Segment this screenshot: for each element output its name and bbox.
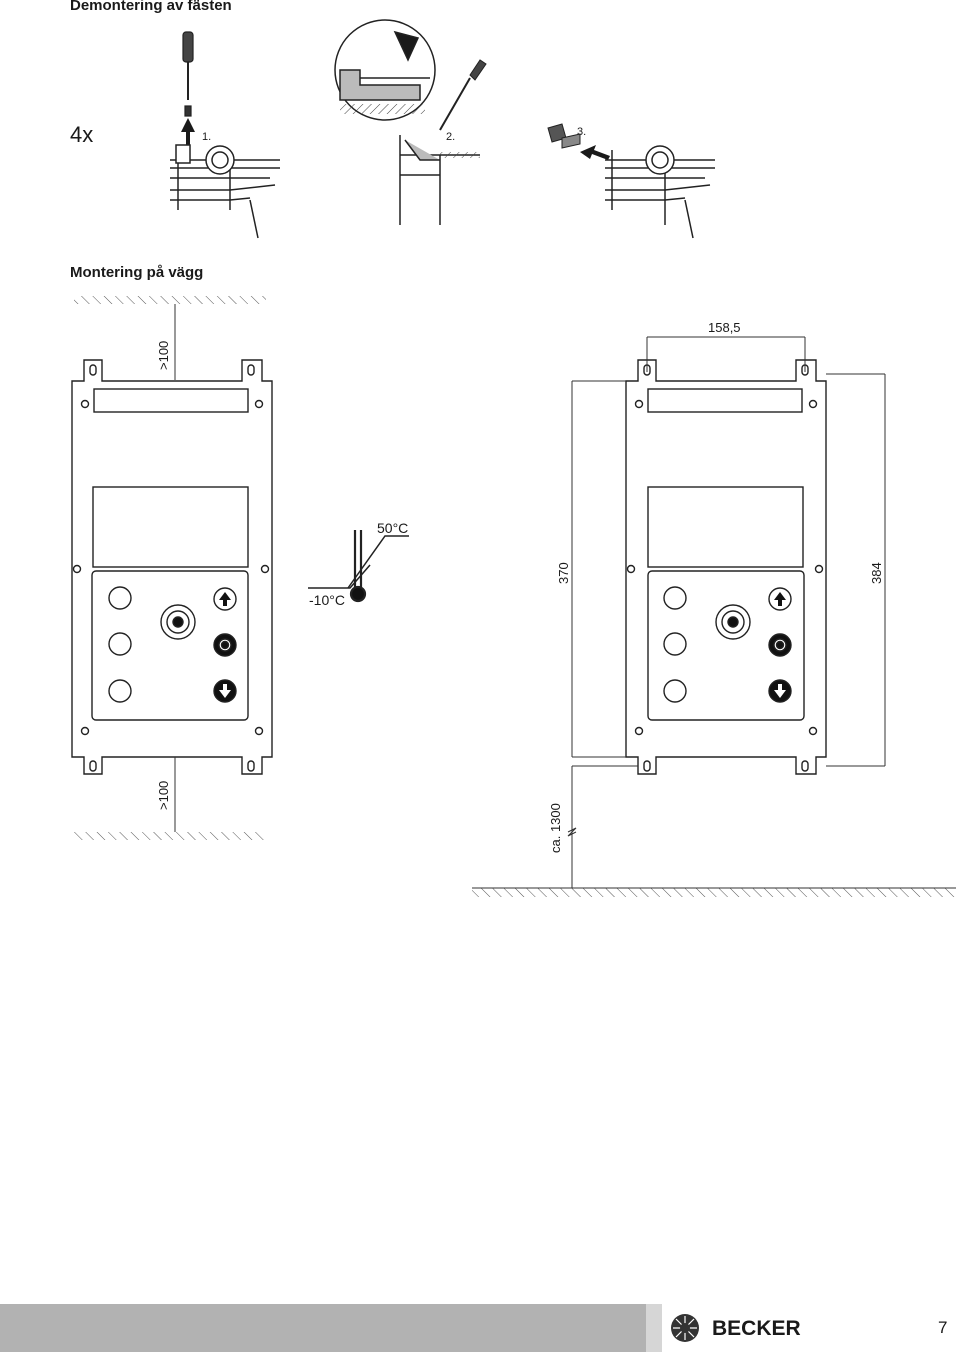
- count-label: 4x: [70, 122, 93, 147]
- screwdriver-icon-2: [439, 59, 487, 131]
- screwdriver-icon: [182, 31, 194, 117]
- step-3-label: 3.: [577, 126, 586, 138]
- floor-hatch-right: [472, 888, 956, 897]
- arrow-up-button-icon-right: [774, 592, 786, 606]
- clearance-top-label: >100: [156, 341, 171, 370]
- clearance-bottom-label: >100: [156, 781, 171, 810]
- arrow-down-button-icon-right: [774, 684, 786, 698]
- height-dimensions: [567, 373, 886, 888]
- thermometer-icon: [308, 530, 409, 603]
- ceiling-hatch: [74, 296, 266, 304]
- enclosure-corner-left: [170, 144, 280, 239]
- height-outer-label: 384: [869, 562, 884, 584]
- arrow-down-button-icon: [219, 684, 231, 698]
- arrow-up-icon: [181, 118, 195, 148]
- step-1-label: 1.: [202, 131, 211, 143]
- wall-mount-illustration: >100 >100 50°C -10°C: [71, 296, 956, 897]
- becker-logo-icon: [671, 1314, 699, 1342]
- arrow-up-button-icon: [219, 592, 231, 606]
- enclosure-right: [625, 359, 827, 775]
- footer-bar: BECKER 7: [0, 1304, 960, 1352]
- arrow-left-icon: [580, 145, 610, 160]
- section-title-wall-mount: Montering på vägg: [70, 264, 204, 281]
- section-title-demount: Demontering av fästen: [70, 0, 232, 14]
- height-inner-label: 370: [556, 562, 571, 584]
- enclosure-left: [71, 359, 273, 775]
- temp-max-label: 50°C: [377, 520, 408, 536]
- width-dimension: [646, 336, 806, 372]
- enclosure-corner-right: [605, 145, 715, 239]
- demount-illustration: 4x 1. 2. 3.: [70, 19, 715, 239]
- step-2-label: 2.: [446, 131, 455, 143]
- clip-detail: [334, 19, 480, 225]
- floor-hatch-left: [74, 832, 266, 840]
- width-label: 158,5: [708, 320, 741, 335]
- page-number: 7: [938, 1318, 948, 1337]
- temp-min-label: -10°C: [309, 592, 345, 608]
- brand-name: BECKER: [712, 1317, 801, 1340]
- bracket-icon: [547, 123, 581, 149]
- floor-height-label: ca. 1300: [548, 803, 563, 853]
